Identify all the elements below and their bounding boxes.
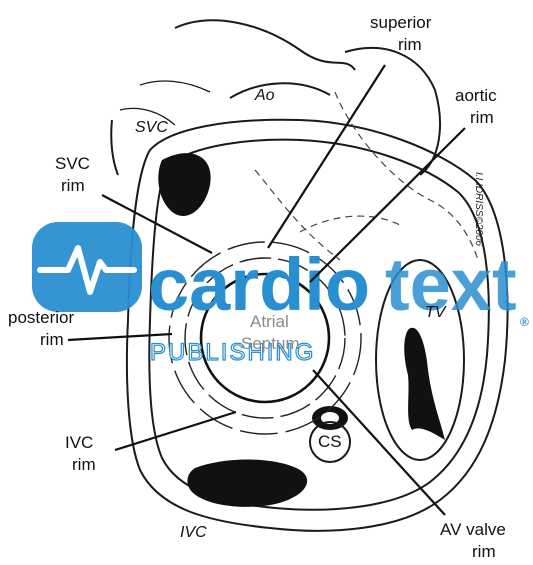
svc-rim-label-1: SVC — [55, 154, 90, 173]
posterior-rim-label-1: posterior — [8, 308, 74, 327]
posterior-rim-label-2: rim — [40, 330, 64, 349]
av-valve-rim-label-2: rim — [472, 542, 496, 561]
tv-label: TV — [425, 304, 447, 321]
watermark-registered: ® — [520, 315, 529, 329]
superior-rim-label-2: rim — [398, 35, 422, 54]
watermark-brand-light: text — [385, 243, 517, 326]
cs-label: CS — [318, 432, 342, 451]
ivc-rim-label-2: rim — [72, 455, 96, 474]
av-valve-rim-label-1: AV valve — [440, 520, 506, 539]
ivc-rim-label-1: IVC — [65, 433, 93, 452]
copyright-label: I.I.IDRISS©2006 — [473, 172, 484, 247]
atrial-septum-label-2: Septum — [241, 334, 300, 353]
aortic-rim-label-1: aortic — [455, 86, 497, 105]
superior-rim-label-1: superior — [370, 13, 432, 32]
ao-label: Ao — [254, 87, 275, 104]
ivc-bottom-label: IVC — [180, 524, 207, 541]
svc-rim-label-2: rim — [61, 176, 85, 195]
atrial-septum-label-1: Atrial — [250, 312, 289, 331]
svc-top-label: SVC — [135, 119, 168, 136]
aortic-rim-label-2: rim — [470, 108, 494, 127]
